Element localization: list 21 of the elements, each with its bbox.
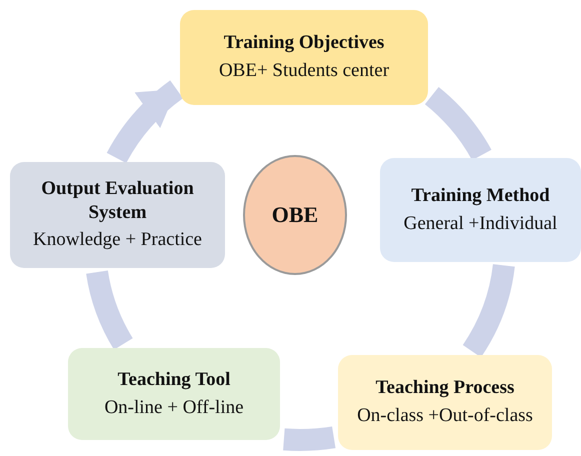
cycle-band xyxy=(283,426,336,451)
cycle-band xyxy=(424,87,492,161)
box-heading: Teaching Process xyxy=(376,376,514,400)
box-heading: Output Evaluation System xyxy=(40,176,195,224)
process-box xyxy=(10,162,225,268)
box-text: On-line + Off-line xyxy=(104,396,244,420)
cycle-band xyxy=(462,264,515,357)
box-heading: Training Method xyxy=(411,184,550,208)
box-text: OBE+ Students center xyxy=(218,59,390,84)
box-heading: Teaching Tool xyxy=(118,368,230,392)
box-heading: OBE xyxy=(272,201,318,229)
process-box xyxy=(68,348,280,440)
box-text: General +Individual xyxy=(404,212,558,236)
cycle-arrow xyxy=(107,80,184,164)
box-text: On-class +Out-of-class xyxy=(357,404,533,428)
box-text: Knowledge + Practice xyxy=(33,228,202,252)
process-box xyxy=(380,158,581,262)
box-heading: Training Objectives xyxy=(224,31,384,56)
process-box xyxy=(180,10,428,105)
cycle-band xyxy=(86,270,134,350)
process-box xyxy=(338,355,552,450)
